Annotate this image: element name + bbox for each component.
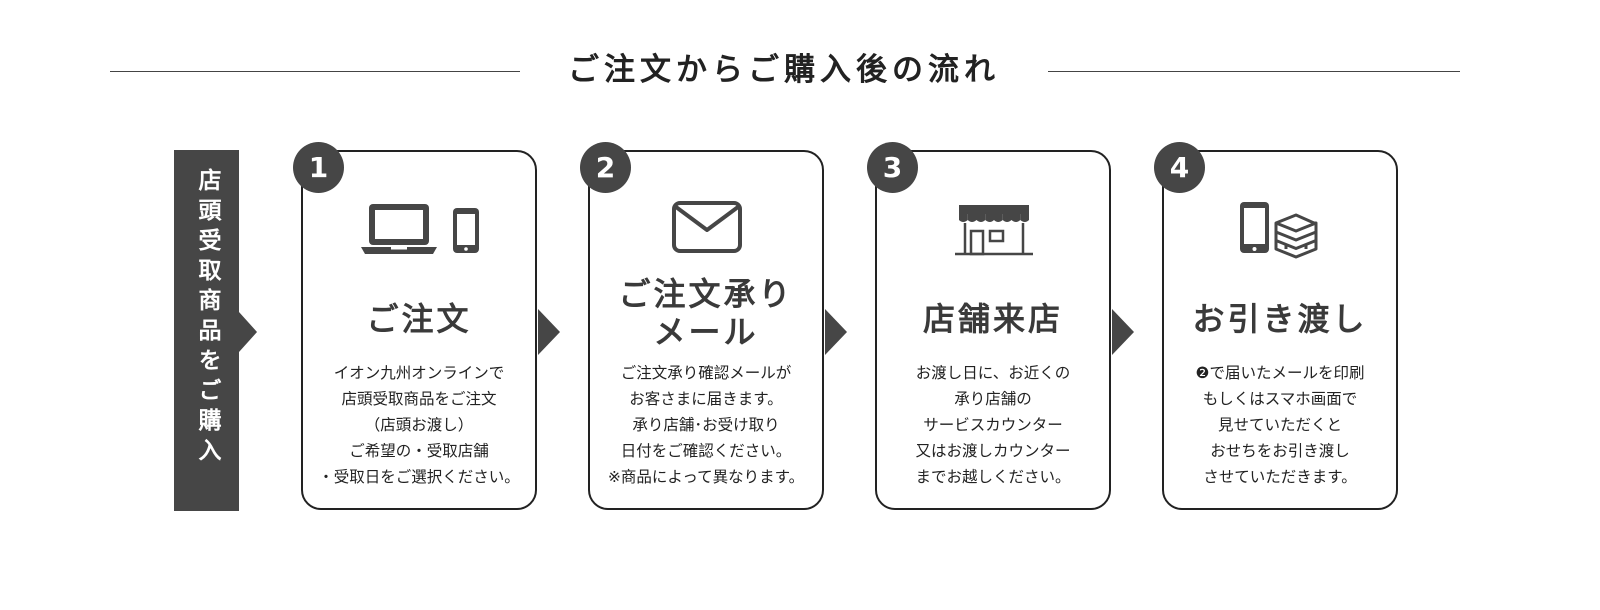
step-description: お渡し日に、お近くの 承り店舗の サービスカウンター 又はお渡しカウンター まで…	[877, 360, 1109, 490]
step-description-line: おせちをお引き渡し	[1210, 442, 1350, 460]
step-description-line: ・受取日をご選択ください。	[318, 468, 520, 486]
step-description-line: までお越しください。	[915, 468, 1071, 486]
step-card-2: 2 ご注文承り メール ご注文承り確認メールが お客さまに届きます。 承り店舗･…	[580, 142, 824, 510]
step-1-icons	[361, 204, 479, 254]
step-description-line: 店頭受取商品をご注文	[341, 390, 497, 408]
smartphone-icon	[453, 208, 479, 253]
step-4-icons	[1240, 202, 1318, 259]
step-title: 店舗来店	[877, 297, 1109, 341]
step-title: ご注文承り メール	[590, 275, 822, 351]
side-label-arrow	[239, 312, 257, 352]
step-card-1: 1 ご注文 イオン九州オンラインで 店頭受取商品をご注文 （店頭お渡し） ご希望…	[293, 142, 537, 510]
step-title: ご注文	[303, 297, 535, 341]
step-title-line: 店舗来店	[922, 300, 1063, 338]
step-number-badge: 3	[867, 142, 918, 193]
step-description-line: （店頭お渡し）	[364, 416, 474, 434]
step-description-line: もしくはスマホ画面で	[1202, 390, 1358, 408]
step-description-line: ❷で届いたメールを印刷	[1195, 364, 1365, 382]
step-description-line: 承り店舗･お受け取り	[632, 416, 780, 434]
stacked-boxes-icon	[1274, 213, 1318, 259]
step-description-line: 承り店舗の	[954, 390, 1032, 408]
header-rule-left	[110, 71, 520, 72]
step-title: お引き渡し	[1164, 297, 1396, 341]
header-rule-right	[1048, 71, 1460, 72]
step-description-line: イオン九州オンラインで	[333, 364, 505, 382]
step-description: ご注文承り確認メールが お客さまに届きます。 承り店舗･お受け取り 日付をご確認…	[590, 360, 822, 490]
step-title-line: メール	[653, 313, 759, 351]
step-number-badge: 2	[580, 142, 631, 193]
flow-arrow-3	[1112, 309, 1134, 355]
step-title-line: ご注文	[366, 300, 472, 338]
step-title-line: お引き渡し	[1192, 300, 1368, 338]
step-description-line: サービスカウンター	[923, 416, 1063, 434]
step-2-icons	[672, 201, 742, 253]
flow-arrow-1	[538, 309, 560, 355]
step-card-4: 4 お引き渡し ❷で届いたメールを印刷 もしくはスマホ画面で 見せていただくと	[1154, 142, 1398, 510]
step-description: ❷で届いたメールを印刷 もしくはスマホ画面で 見せていただくと おせちをお引き渡…	[1164, 360, 1396, 490]
smartphone-icon	[1240, 202, 1269, 253]
step-3-icons	[955, 205, 1033, 256]
step-number-badge: 4	[1154, 142, 1205, 193]
step-description-line: ※商品によって異なります。	[607, 468, 805, 486]
step-description-line: お客さまに届きます。	[629, 390, 783, 408]
side-label-text: 店頭受取商品をご購入	[194, 168, 220, 468]
flow-arrow-2	[825, 309, 847, 355]
envelope-icon	[672, 201, 742, 253]
page-title: ご注文からご購入後の流れ	[568, 52, 1000, 88]
step-description-line: 又はお渡しカウンター	[915, 442, 1071, 460]
laptop-icon	[361, 204, 437, 254]
step-description-line: ご注文承り確認メールが	[620, 364, 792, 382]
step-description-line: させていただきます。	[1203, 468, 1357, 486]
storefront-icon	[955, 205, 1033, 256]
step-description: イオン九州オンラインで 店頭受取商品をご注文 （店頭お渡し） ご希望の・受取店舗…	[303, 360, 535, 490]
step-description-line: 日付をご確認ください。	[620, 442, 792, 460]
step-description-line: ご希望の・受取店舗	[349, 442, 489, 460]
side-label-box: 店頭受取商品をご購入	[174, 150, 239, 511]
step-number-badge: 1	[293, 142, 344, 193]
step-description-line: 見せていただくと	[1217, 416, 1342, 434]
step-title-line: ご注文承り	[618, 275, 794, 313]
step-card-3: 3 店舗来店 お渡し日に、お近くの	[867, 142, 1111, 510]
step-description-line: お渡し日に、お近くの	[915, 364, 1071, 382]
